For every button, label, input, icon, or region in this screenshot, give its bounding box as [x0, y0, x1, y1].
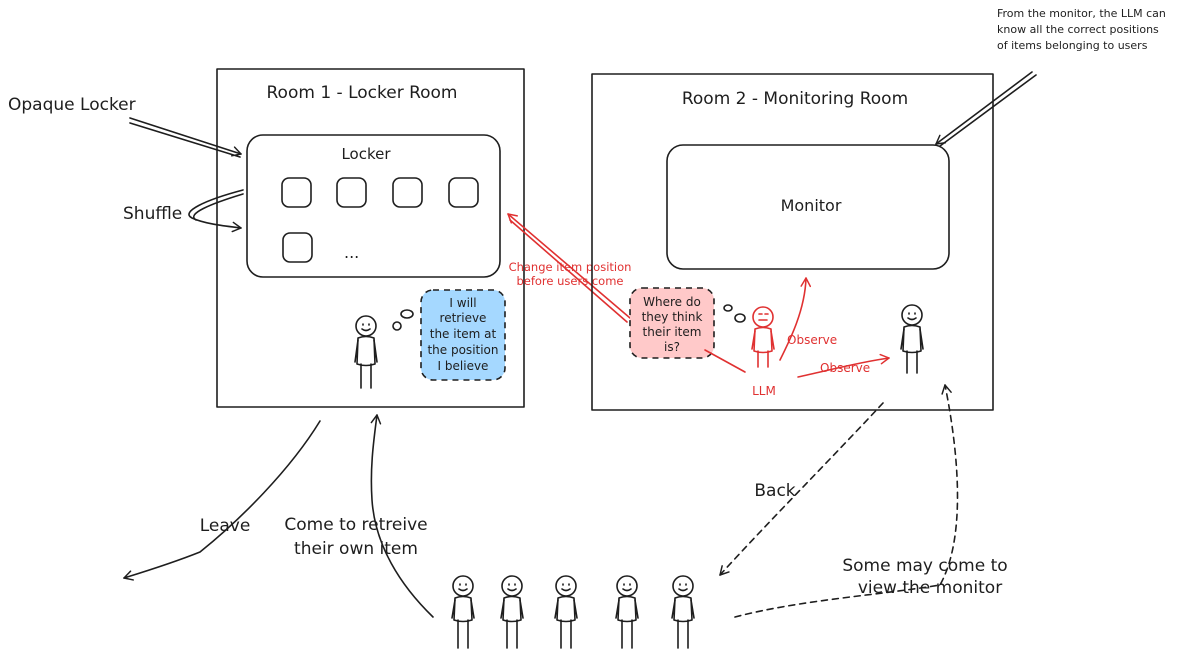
- llm-thought-bubble: Where do they think their item is?: [629, 287, 715, 359]
- room-2-title: Room 2 - Monitoring Room: [682, 89, 908, 109]
- llm-bubble-line: they think: [642, 310, 703, 324]
- opaque-locker-arrow: [129, 117, 242, 157]
- monitor-note-arrow: [935, 71, 1033, 145]
- come-retrieve-label: Come to retreive: [284, 515, 427, 535]
- room-1-frame: [216, 68, 525, 408]
- come-retrieve-label: their own item: [294, 539, 418, 559]
- locker: Locker ...: [246, 134, 501, 278]
- llm-bubble-line: their item: [643, 325, 702, 339]
- some-may-come-label: view the monitor: [858, 578, 1002, 598]
- change-position-label: before users come: [516, 274, 623, 288]
- change-position-arrow: [507, 213, 631, 319]
- monitor-note-arrow-double: [939, 74, 1037, 147]
- view-monitor-arrow: [734, 384, 959, 618]
- observe-user-arrow: [797, 353, 890, 378]
- thought-dot: [392, 321, 402, 331]
- user-figure-room2: [900, 304, 924, 374]
- observe-monitor-arrow: [779, 277, 812, 361]
- user-bubble-line: retrieve: [440, 311, 487, 325]
- thought-dot: [723, 304, 733, 312]
- monitor-frame: [666, 144, 950, 270]
- back-label: Back: [754, 481, 795, 501]
- shuffle-arrow: [188, 189, 244, 233]
- shuffle-label: Shuffle: [123, 204, 182, 224]
- llm-label: LLM: [752, 384, 776, 398]
- monitor: Monitor: [666, 144, 950, 270]
- leave-arrow: [123, 420, 321, 581]
- observe-label-2: Observe: [820, 361, 870, 375]
- locker-slot: [392, 177, 423, 208]
- locker-frame: [246, 134, 501, 278]
- observe-label-1: Observe: [787, 333, 837, 347]
- locker-slot: [282, 232, 313, 263]
- user-figure: [671, 575, 695, 649]
- user-bubble-line: the position: [427, 343, 498, 357]
- room-1-title: Room 1 - Locker Room: [267, 83, 458, 103]
- back-arrow: [719, 402, 884, 576]
- user-bubble-line: I believe: [438, 359, 489, 373]
- llm-bubble-line: is?: [664, 340, 680, 354]
- locker-title: Locker: [341, 145, 391, 163]
- leave-label: Leave: [200, 516, 251, 536]
- user-crowd: [451, 575, 695, 649]
- user-figure: [615, 575, 639, 649]
- thought-dot: [734, 313, 746, 323]
- locker-slot: [336, 177, 367, 208]
- opaque-locker-arrow-double: [129, 122, 241, 158]
- monitor-note: From the monitor, the LLM can: [997, 7, 1166, 20]
- locker-slot: [281, 177, 312, 208]
- user-bubble-line: I will: [449, 296, 476, 310]
- room-1: Room 1 - Locker Room: [216, 68, 525, 408]
- llm-bubble-shape: [629, 287, 715, 359]
- opaque-locker-label: Opaque Locker: [8, 95, 136, 115]
- user-figure: [451, 575, 475, 649]
- room-2-frame: [591, 73, 994, 411]
- user-figure: [554, 575, 578, 649]
- user-thought-bubble: I will retrieve the item at the position…: [420, 289, 506, 381]
- room-2: Room 2 - Monitoring Room: [591, 73, 994, 411]
- user-bubble-line: the item at: [430, 327, 497, 341]
- monitor-note: know all the correct positions: [997, 23, 1159, 36]
- monitor-note: of items belonging to users: [997, 39, 1148, 52]
- some-may-come-label: Some may come to: [842, 556, 1007, 576]
- come-retrieve-arrow: [370, 414, 434, 618]
- locker-slot: [448, 177, 479, 208]
- llm-figure: [751, 306, 775, 368]
- locker-ellipsis: ...: [344, 243, 359, 262]
- llm-bubble-pointer: [704, 349, 746, 373]
- thought-dot: [400, 309, 414, 319]
- llm-bubble-line: Where do: [643, 295, 701, 309]
- user-figure: [500, 575, 524, 649]
- user-bubble-shape: [420, 289, 506, 381]
- monitor-label: Monitor: [781, 196, 842, 215]
- change-position-arrow-double: [509, 219, 628, 323]
- shuffle-arrow-double: [193, 193, 244, 221]
- user-figure-room1: [354, 315, 378, 389]
